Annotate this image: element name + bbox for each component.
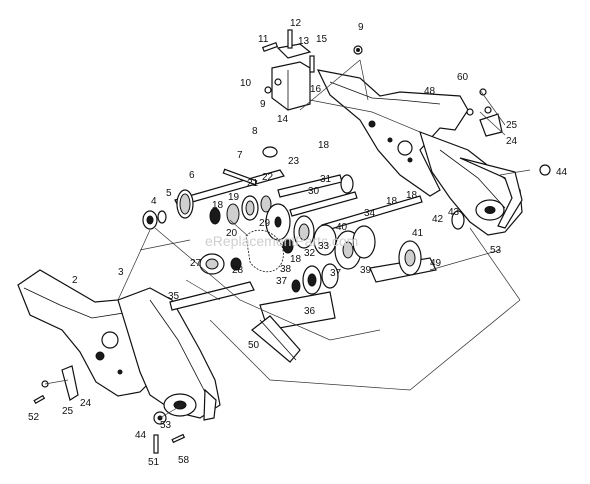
callout-58: 58 <box>178 455 190 466</box>
callout-43: 43 <box>448 207 460 218</box>
gears <box>142 195 422 295</box>
callout-18a: 18 <box>318 140 330 151</box>
callout-9b: 9 <box>260 99 266 110</box>
callout-labels: 2 3 4 5 6 7 8 9 9 10 11 12 13 14 15 16 1… <box>28 18 568 468</box>
callout-6: 6 <box>189 170 195 181</box>
callout-18d: 18 <box>406 190 418 201</box>
callout-18e: 18 <box>290 254 302 265</box>
top-bracket-assembly <box>271 29 315 111</box>
callout-9a: 9 <box>358 22 364 33</box>
callout-39: 39 <box>360 265 372 276</box>
callout-5: 5 <box>166 188 172 199</box>
callout-14: 14 <box>277 114 289 125</box>
callout-15: 15 <box>316 34 328 45</box>
callout-31: 31 <box>320 174 332 185</box>
callout-60: 60 <box>457 72 469 83</box>
callout-44b: 44 <box>135 430 147 441</box>
callout-4: 4 <box>151 196 157 207</box>
callout-35: 35 <box>168 291 180 302</box>
callout-38: 38 <box>280 264 292 275</box>
callout-50: 50 <box>248 340 260 351</box>
callout-40: 40 <box>336 222 348 233</box>
callout-53b: 53 <box>160 420 172 431</box>
callout-21: 21 <box>247 178 259 189</box>
left-chaincase <box>117 287 221 421</box>
chains-and-belt <box>245 229 301 363</box>
callout-48: 48 <box>424 86 436 97</box>
callout-2: 2 <box>72 275 78 286</box>
callout-11: 11 <box>258 34 269 45</box>
callout-27: 27 <box>190 258 202 269</box>
shafts <box>169 146 465 331</box>
callout-37b: 37 <box>330 268 342 279</box>
callout-8: 8 <box>252 126 258 137</box>
callout-30: 30 <box>308 186 320 197</box>
callout-3: 3 <box>118 267 124 278</box>
callout-44a: 44 <box>556 167 568 178</box>
callout-32: 32 <box>304 248 316 259</box>
callout-19: 19 <box>228 192 240 203</box>
callout-7: 7 <box>237 150 243 161</box>
callout-20: 20 <box>226 228 238 239</box>
callout-29: 29 <box>259 218 271 229</box>
guide-lines <box>44 59 531 419</box>
callout-37a: 37 <box>276 276 288 287</box>
callout-12: 12 <box>290 18 302 29</box>
callout-33: 33 <box>318 241 330 252</box>
callout-10: 10 <box>240 78 252 89</box>
callout-24b: 24 <box>80 398 92 409</box>
callout-16: 16 <box>310 84 322 95</box>
callout-24a: 24 <box>506 136 518 147</box>
callout-49: 49 <box>430 258 442 269</box>
callout-53a: 53 <box>490 245 502 256</box>
watermark: eReplacementParts.com <box>205 233 358 249</box>
callout-36: 36 <box>304 306 316 317</box>
callout-23: 23 <box>288 156 300 167</box>
right-chaincase <box>419 131 523 236</box>
callout-25b: 25 <box>62 406 74 417</box>
callout-34: 34 <box>364 208 376 219</box>
callout-22: 22 <box>262 172 274 183</box>
callout-13: 13 <box>298 36 310 47</box>
callout-41: 41 <box>412 228 424 239</box>
callout-51: 51 <box>148 457 160 468</box>
callout-25a: 25 <box>506 120 518 131</box>
callout-52: 52 <box>28 412 40 423</box>
hardware-items <box>33 41 551 454</box>
callout-28: 28 <box>232 265 244 276</box>
callout-18b: 18 <box>212 200 224 211</box>
callout-42: 42 <box>432 214 444 225</box>
callout-18c: 18 <box>386 196 398 207</box>
